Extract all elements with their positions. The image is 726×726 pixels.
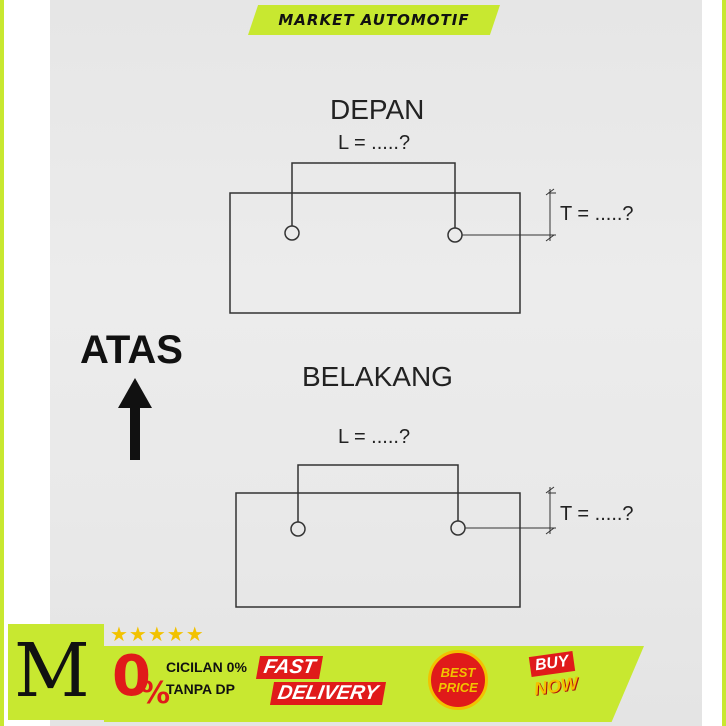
rear-width-label: L = .....? xyxy=(338,426,411,448)
store-banner: MARKET AUTOMOTIF xyxy=(248,5,500,35)
front-height-label: T = .....? xyxy=(560,203,634,225)
front-height-dimension-line xyxy=(462,188,556,242)
front-right-hole xyxy=(447,227,463,243)
best-label: BEST xyxy=(440,665,476,680)
frame-left-border xyxy=(0,0,50,726)
installment-line-1: CICILAN 0% xyxy=(166,659,247,675)
store-logo-letter: M xyxy=(14,628,90,714)
price-label: PRICE xyxy=(438,680,478,695)
store-banner-title: MARKET AUTOMOTIF xyxy=(278,11,470,29)
front-left-hole xyxy=(284,225,300,241)
rear-height-dimension-line xyxy=(465,486,556,535)
delivery-label: DELIVERY xyxy=(269,682,386,705)
rear-right-hole xyxy=(450,520,466,536)
front-heading: DEPAN xyxy=(330,94,425,125)
store-logo: M xyxy=(8,624,104,720)
direction-label: ATAS xyxy=(80,328,183,372)
front-plate-outline xyxy=(229,192,521,314)
buy-now-badge: BUY NOW xyxy=(522,651,592,710)
best-price-badge: BEST PRICE xyxy=(428,650,488,710)
zero-percent-sign: % xyxy=(140,676,171,711)
front-width-label: L = .....? xyxy=(338,132,411,154)
now-label: NOW xyxy=(532,673,580,699)
front-width-dimension-line xyxy=(291,162,456,228)
arrow-up-icon xyxy=(118,378,152,460)
rear-left-hole xyxy=(290,521,306,537)
fast-delivery-badge: FAST DELIVERY xyxy=(255,656,408,706)
rear-plate-outline xyxy=(235,492,521,608)
rear-height-label: T = .....? xyxy=(560,503,634,525)
installment-line-2: TANPA DP xyxy=(166,681,235,697)
installment-text: CICILAN 0% TANPA DP xyxy=(166,656,247,700)
rear-heading: BELAKANG xyxy=(302,361,453,392)
photo-background xyxy=(50,0,702,726)
buy-label: BUY xyxy=(528,651,575,677)
frame-right-border xyxy=(702,0,726,726)
rear-width-dimension-line xyxy=(297,464,459,522)
fast-label: FAST xyxy=(255,656,324,679)
zero-percent-number: 0 xyxy=(112,644,151,709)
rating-stars: ★★★★★ xyxy=(110,624,205,646)
